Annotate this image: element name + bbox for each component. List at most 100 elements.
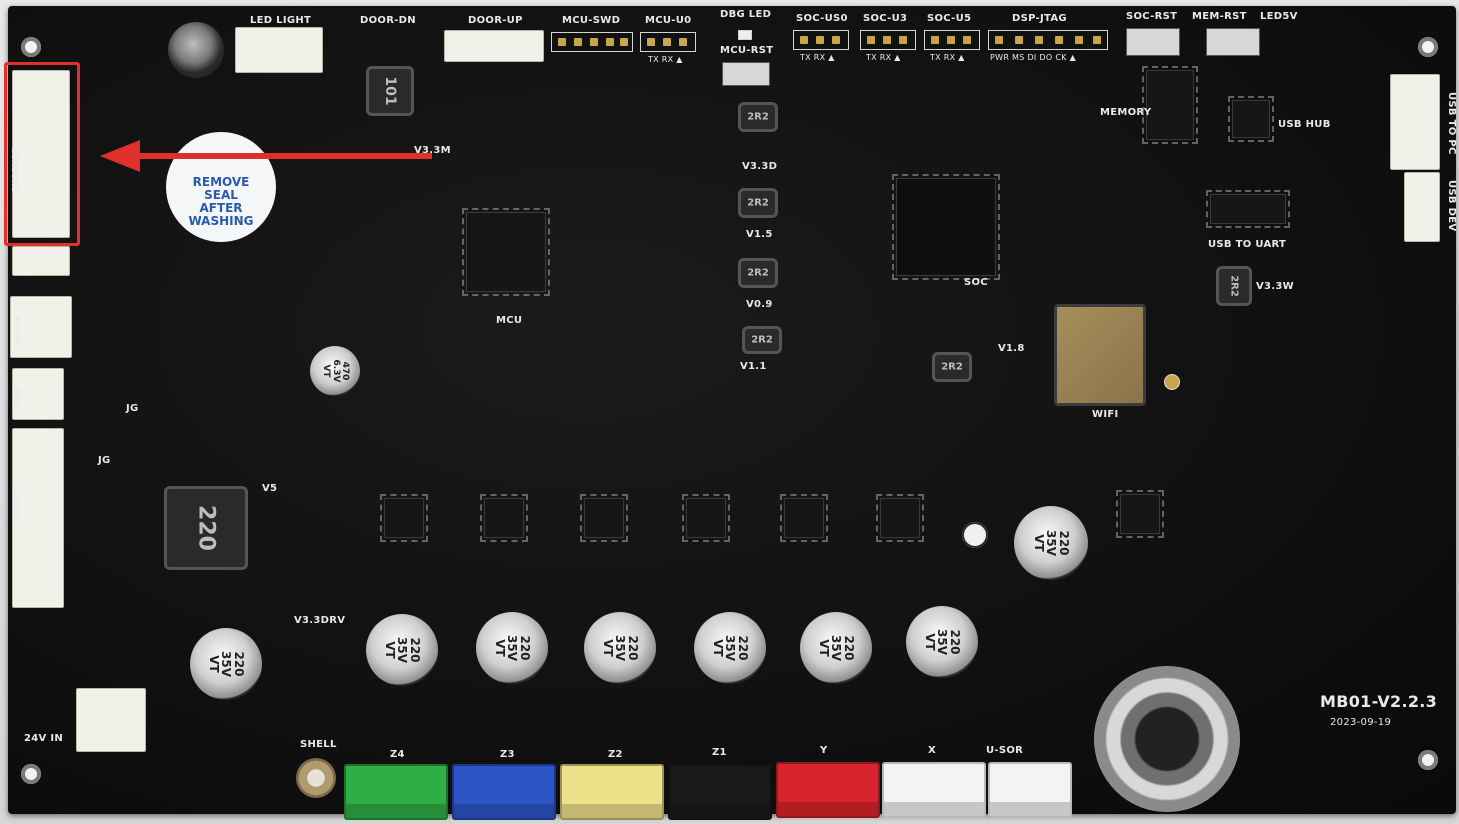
label-soc-u5: SOC-U5 xyxy=(927,13,972,24)
pins-soc-u5: TX RX ▲ xyxy=(930,53,965,62)
inductor-2r2-v18: 2R2 xyxy=(932,352,972,382)
label-z4: Z4 xyxy=(390,749,405,760)
pins-mcu-u0: TX RX ▲ xyxy=(648,55,683,64)
label-shell: SHELL xyxy=(300,739,337,750)
soc-chip xyxy=(892,174,1000,280)
sticker-line: AFTER xyxy=(199,201,243,215)
motor-driver-chip xyxy=(780,494,828,542)
label-v18: V1.8 xyxy=(998,343,1025,354)
dbg-led xyxy=(738,30,752,40)
door-up-connector xyxy=(444,30,544,62)
label-led5v: LED5V xyxy=(1260,11,1298,22)
label-led-light: LED LIGHT xyxy=(250,15,312,26)
mcu-swd-header xyxy=(551,32,633,52)
soc-u3-header xyxy=(860,30,916,50)
electrolytic-capacitor-220uf: 220 35V VT xyxy=(1014,506,1088,580)
electrolytic-capacitor-220uf: 220 35V VT xyxy=(584,612,656,684)
motor-driver-chip xyxy=(380,494,428,542)
motor-driver-chip xyxy=(480,494,528,542)
inductor-2r2-v11: 2R2 xyxy=(742,326,782,354)
usb-to-pc-connector xyxy=(1390,74,1440,170)
label-v11: V1.1 xyxy=(740,361,767,372)
electrolytic-capacitor-220uf: 220 35V VT xyxy=(694,612,766,684)
shell-ground-post xyxy=(296,758,336,798)
motor-driver-chip xyxy=(580,494,628,542)
power-24v-connector xyxy=(76,688,146,752)
small-left-connector xyxy=(12,246,70,276)
electrolytic-capacitor-220uf: 220 35V VT xyxy=(476,612,548,684)
label-usb-hub: USB HUB xyxy=(1278,119,1331,130)
label-dsp-jtag: DSP-JTAG xyxy=(1012,13,1067,24)
usb-hub-chip xyxy=(1228,96,1274,142)
pins-soc-us0: TX RX ▲ xyxy=(800,53,835,62)
sticker-line: REMOVE xyxy=(192,175,250,189)
mem-rst-button[interactable] xyxy=(1206,28,1260,56)
mount-hole-bottom-left xyxy=(21,764,41,784)
power-inductor-220: 220 xyxy=(164,486,248,570)
mcu-rst-button[interactable] xyxy=(722,62,770,86)
u-sor-connector xyxy=(988,762,1072,818)
label-v5: V5 xyxy=(262,483,278,494)
label-u-sor: U-SOR xyxy=(986,745,1024,756)
label-v33m: V3.3M xyxy=(414,145,451,156)
soc-rst-button[interactable] xyxy=(1126,28,1180,56)
aviation-connector xyxy=(1094,666,1240,812)
label-wifi: WIFI xyxy=(1092,409,1119,420)
label-mcu-swd: MCU-SWD xyxy=(562,15,621,26)
label-soc-us0: SOC-US0 xyxy=(796,13,848,24)
label-v33drv: V3.3DRV xyxy=(294,615,346,626)
sensors-connector xyxy=(12,70,70,238)
electrolytic-capacitor-220uf: 220 35V VT xyxy=(190,628,262,700)
inductor-2r2-v33d: 2R2 xyxy=(738,102,778,132)
sensors-callout-box xyxy=(4,62,80,246)
led-light-connector xyxy=(235,27,323,73)
electrolytic-capacitor-220uf: 220 35V VT xyxy=(800,612,872,684)
z1-motor-connector xyxy=(668,764,772,820)
electrolytic-capacitor-470uf: 470 6.3V VT xyxy=(310,346,360,396)
label-z1: Z1 xyxy=(712,747,727,758)
label-v33d: V3.3D xyxy=(742,161,778,172)
label-mcu-rst: MCU-RST xyxy=(720,45,774,56)
electrolytic-capacitor-top xyxy=(168,22,224,78)
sticker-line: WASHING xyxy=(188,214,254,228)
wifi-module xyxy=(1054,304,1146,406)
inductor-101: 101 xyxy=(366,66,414,116)
pins-soc-u3: TX RX ▲ xyxy=(866,53,901,62)
usb-dev-connector xyxy=(1404,172,1440,242)
label-mcu-u0: MCU-U0 xyxy=(645,15,692,26)
sticker-line: SEAL xyxy=(204,188,238,202)
inductor-2r2-v09: 2R2 xyxy=(738,258,778,288)
motor-driver-chip xyxy=(1116,490,1164,538)
label-24v-in: 24V IN xyxy=(24,733,64,744)
callout-arrow-head xyxy=(100,140,140,172)
y-motor-connector xyxy=(776,762,880,818)
dsp-jtag-header xyxy=(988,30,1108,50)
label-soc-u3: SOC-U3 xyxy=(863,13,908,24)
x-motor-connector xyxy=(882,762,986,818)
remove-seal-sticker: REMOVE SEAL AFTER WASHING xyxy=(166,132,276,242)
board-model-label: MB01-V2.2.3 xyxy=(1320,692,1438,711)
label-x: X xyxy=(928,745,937,756)
label-usb-to-uart: USB TO UART xyxy=(1208,239,1287,250)
label-soc-rst: SOC-RST xyxy=(1126,11,1178,22)
label-memory: MEMORY xyxy=(1100,107,1152,118)
label-door-up: DOOR-UP xyxy=(468,15,523,26)
mount-hole-top-right xyxy=(1418,37,1438,57)
mcu-u0-header xyxy=(640,32,696,52)
motor-driver-chip xyxy=(876,494,924,542)
soc-u5-header xyxy=(924,30,980,50)
label-v15: V1.5 xyxy=(746,229,773,240)
label-door-dn: DOOR-DN xyxy=(360,15,416,26)
label-soc: SOC xyxy=(964,277,988,288)
mcu-chip xyxy=(462,208,550,296)
mount-hole-center xyxy=(962,522,988,548)
label-v33w: V3.3W xyxy=(1256,281,1294,292)
z2-motor-connector xyxy=(560,764,664,820)
inductor-2r2-v33w: 2R2 xyxy=(1216,266,1252,306)
label-y: Y xyxy=(820,745,828,756)
mount-hole-bottom-right xyxy=(1418,750,1438,770)
wifi-antenna-connector xyxy=(1164,374,1180,390)
label-jg-1: JG xyxy=(126,403,139,414)
